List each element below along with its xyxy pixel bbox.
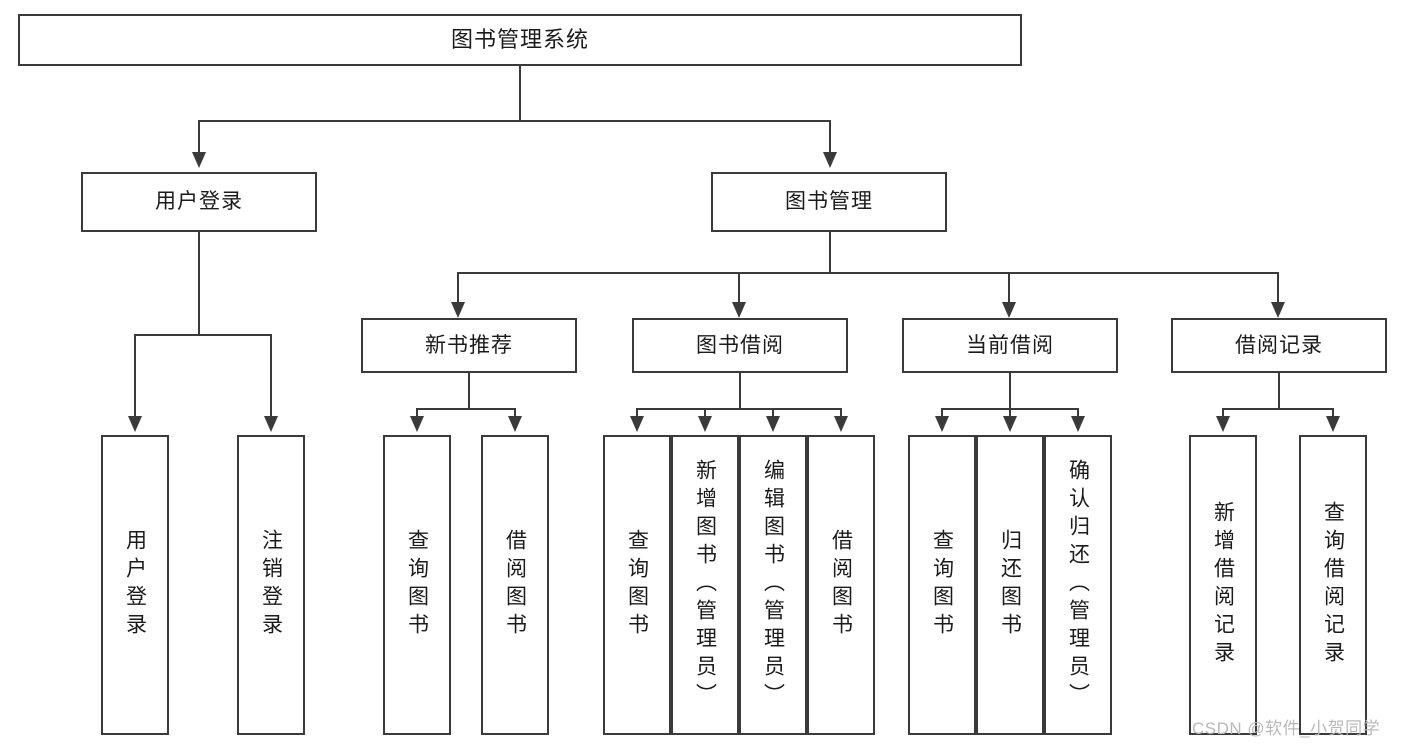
leaf-confirm-return-admin[interactable]: 确认归还（管理员） bbox=[1044, 435, 1112, 735]
edge-drop-leaf-logout bbox=[270, 334, 272, 418]
arrowhead-leaf-add-book bbox=[698, 416, 712, 432]
edge-drop-leaf-add-book bbox=[704, 408, 706, 418]
leaf-add-book-admin[interactable]: 新增图书（管理员） bbox=[671, 435, 739, 735]
arrowhead-leaf-query-book-2 bbox=[630, 416, 644, 432]
edge-current-borrow-stem bbox=[1009, 373, 1011, 408]
edge-level3-bus bbox=[457, 272, 1279, 274]
edge-borrow-record-stem bbox=[1278, 373, 1280, 408]
leaf-edit-book-admin[interactable]: 编辑图书（管理员） bbox=[739, 435, 807, 735]
leaf-query-borrow-record[interactable]: 查询借阅记录 bbox=[1299, 435, 1367, 735]
edge-drop-book-manage bbox=[829, 120, 831, 154]
arrowhead-borrow-record bbox=[1271, 302, 1285, 318]
arrowhead-leaf-add-record bbox=[1216, 416, 1230, 432]
watermark-text: CSDN @软件_小贺同学 bbox=[1192, 719, 1381, 738]
arrowhead-leaf-borrow-book-2 bbox=[834, 416, 848, 432]
edge-new-book-bus bbox=[416, 408, 516, 410]
arrowhead-leaf-logout bbox=[264, 416, 278, 432]
arrowhead-current-borrow bbox=[1002, 302, 1016, 318]
leaf-borrow-book-borrow[interactable]: 借阅图书 bbox=[807, 435, 875, 735]
edge-drop-new-book bbox=[457, 272, 459, 304]
edge-drop-leaf-query-record bbox=[1332, 408, 1334, 418]
node-borrow-record[interactable]: 借阅记录 bbox=[1171, 318, 1387, 373]
edge-drop-leaf-query-book-3 bbox=[941, 408, 943, 418]
arrowhead-user-login bbox=[192, 152, 206, 168]
node-book-manage[interactable]: 图书管理 bbox=[711, 172, 947, 232]
leaf-logout[interactable]: 注销登录 bbox=[237, 435, 305, 735]
node-current-borrow[interactable]: 当前借阅 bbox=[902, 318, 1118, 373]
arrowhead-leaf-confirm-return bbox=[1071, 416, 1085, 432]
edge-drop-leaf-add-record bbox=[1222, 408, 1224, 418]
arrowhead-book-manage bbox=[823, 152, 837, 168]
leaf-query-book-newbook[interactable]: 查询图书 bbox=[383, 435, 451, 735]
edge-level2-bus bbox=[198, 120, 831, 122]
node-root-system[interactable]: 图书管理系统 bbox=[18, 14, 1022, 66]
edge-book-manage-stem bbox=[829, 232, 831, 272]
leaf-query-book-current[interactable]: 查询图书 bbox=[908, 435, 976, 735]
edge-drop-leaf-user-login bbox=[134, 334, 136, 418]
edge-book-borrow-stem bbox=[739, 373, 741, 408]
edge-user-login-bus bbox=[134, 334, 271, 336]
arrowhead-leaf-borrow-book-1 bbox=[508, 416, 522, 432]
edge-new-book-stem bbox=[468, 373, 470, 408]
arrowhead-leaf-return-book bbox=[1003, 416, 1017, 432]
leaf-return-book[interactable]: 归还图书 bbox=[976, 435, 1044, 735]
edge-borrow-record-bus bbox=[1222, 408, 1334, 410]
edge-drop-borrow-record bbox=[1277, 272, 1279, 304]
edge-drop-user-login bbox=[198, 120, 200, 154]
arrowhead-leaf-user-login bbox=[128, 416, 142, 432]
arrowhead-leaf-edit-book bbox=[766, 416, 780, 432]
edge-drop-leaf-edit-book bbox=[772, 408, 774, 418]
edge-drop-leaf-query-book-2 bbox=[636, 408, 638, 418]
arrowhead-book-borrow bbox=[732, 302, 746, 318]
node-user-login[interactable]: 用户登录 bbox=[81, 172, 317, 232]
edge-book-borrow-bus bbox=[636, 408, 841, 410]
leaf-add-borrow-record[interactable]: 新增借阅记录 bbox=[1189, 435, 1257, 735]
edge-user-login-stem bbox=[198, 232, 200, 334]
edge-root-stem bbox=[519, 66, 521, 120]
node-book-borrow[interactable]: 图书借阅 bbox=[632, 318, 848, 373]
edge-drop-book-borrow bbox=[738, 272, 740, 304]
leaf-borrow-book-newbook[interactable]: 借阅图书 bbox=[481, 435, 549, 735]
edge-drop-leaf-return-book bbox=[1009, 408, 1011, 418]
edge-drop-leaf-borrow-book-2 bbox=[840, 408, 842, 418]
edge-drop-leaf-borrow-book-1 bbox=[514, 408, 516, 418]
arrowhead-leaf-query-book-1 bbox=[410, 416, 424, 432]
leaf-user-login[interactable]: 用户登录 bbox=[101, 435, 169, 735]
arrowhead-new-book bbox=[451, 302, 465, 318]
edge-drop-current-borrow bbox=[1008, 272, 1010, 304]
edge-drop-leaf-confirm-return bbox=[1077, 408, 1079, 418]
arrowhead-leaf-query-book-3 bbox=[935, 416, 949, 432]
leaf-query-book-borrow[interactable]: 查询图书 bbox=[603, 435, 671, 735]
arrowhead-leaf-query-record bbox=[1326, 416, 1340, 432]
node-new-book-recommend[interactable]: 新书推荐 bbox=[361, 318, 577, 373]
edge-drop-leaf-query-book-1 bbox=[416, 408, 418, 418]
